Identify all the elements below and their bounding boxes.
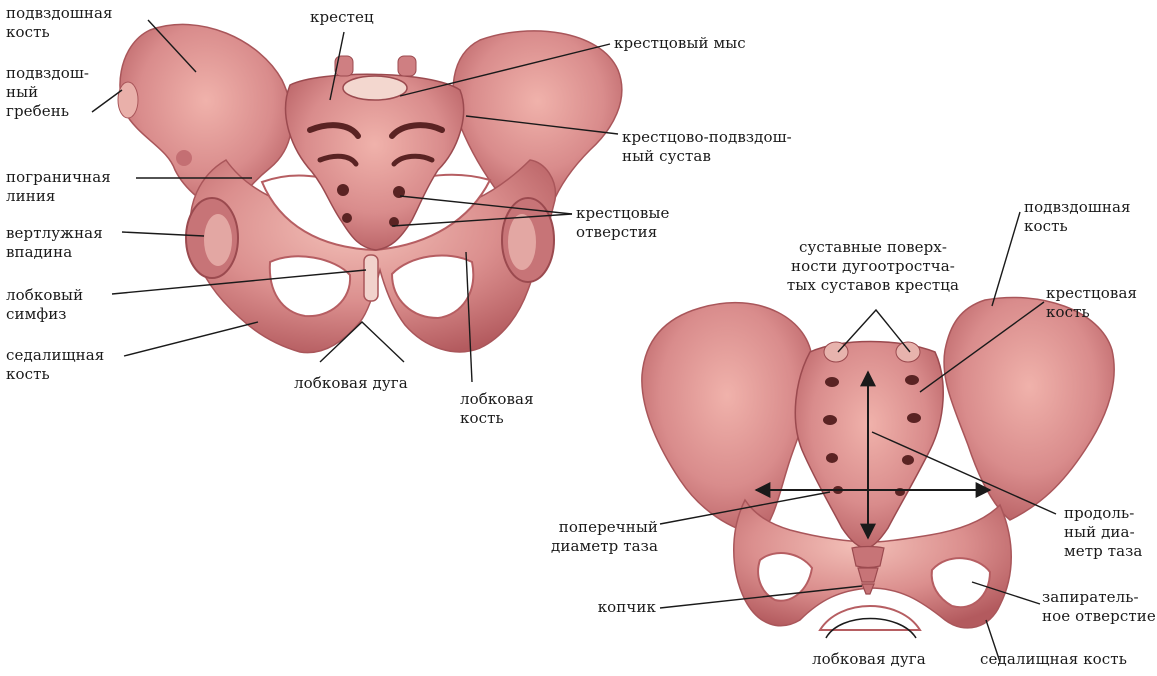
label-back-longitudinal-diameter: продоль- ный диа- метр таза (1064, 504, 1142, 561)
leader-back-ilium (992, 212, 1020, 306)
back-foramen-4 (907, 413, 921, 423)
label-front-promontory: крестцовый мыс (614, 34, 746, 53)
label-front-pubic-arch: лобковая дуга (294, 374, 408, 393)
front-foramen-3 (342, 213, 352, 223)
back-foramen-5 (826, 453, 838, 463)
label-front-si-joint: крестцово-подвздош- ный сустав (622, 128, 792, 166)
front-symphysis (364, 255, 378, 301)
back-sacrum (795, 342, 943, 549)
front-right-acetabulum-inner (508, 214, 536, 270)
front-pelvis (118, 24, 622, 352)
label-front-sacrum: крестец (310, 8, 374, 27)
label-back-facets: суставные поверх- ности дугоотростча- ты… (768, 238, 978, 295)
back-facet-right (896, 342, 920, 362)
front-process-right (398, 56, 416, 76)
label-back-coccyx: копчик (560, 598, 656, 617)
label-front-terminal-line: пограничная линия (6, 168, 111, 206)
back-foramen-2 (905, 375, 919, 385)
label-front-ilium: подвздошная кость (6, 4, 113, 42)
back-right-ilium (944, 297, 1114, 520)
back-foramen-3 (823, 415, 837, 425)
label-back-transverse-diameter: поперечный диаметр таза (530, 518, 658, 556)
front-left-acetabulum-inner (204, 214, 232, 266)
label-back-ilium: подвздошная кость (1024, 198, 1131, 236)
leader-front-crest (92, 90, 122, 112)
front-iliac-crest (118, 82, 138, 118)
back-pelvis (642, 297, 1114, 638)
back-foramen-1 (825, 377, 839, 387)
label-front-sacral-foramina: крестцовые отверстия (576, 204, 670, 242)
back-foramen-6 (902, 455, 914, 465)
label-front-pubis: лобковая кость (460, 390, 534, 428)
label-back-sacral-bone: крестцовая кость (1046, 284, 1137, 322)
label-front-acetabulum: вертлужная впадина (6, 224, 103, 262)
label-back-obturator: запиратель- ное отверстие (1042, 588, 1156, 626)
label-front-ischium: седалищная кость (6, 346, 104, 384)
label-back-pubic-arch: лобковая дуга (812, 650, 926, 669)
front-foramen-1 (337, 184, 349, 196)
front-spine-bump (176, 150, 192, 166)
leader-front-ischium (124, 322, 258, 356)
label-front-iliac-crest: подвздош- ный гребень (6, 64, 89, 121)
label-back-ischium: седалищная кость (980, 650, 1127, 669)
label-front-pubic-symphysis: лобковый симфиз (6, 286, 83, 324)
front-promontory (343, 76, 407, 100)
